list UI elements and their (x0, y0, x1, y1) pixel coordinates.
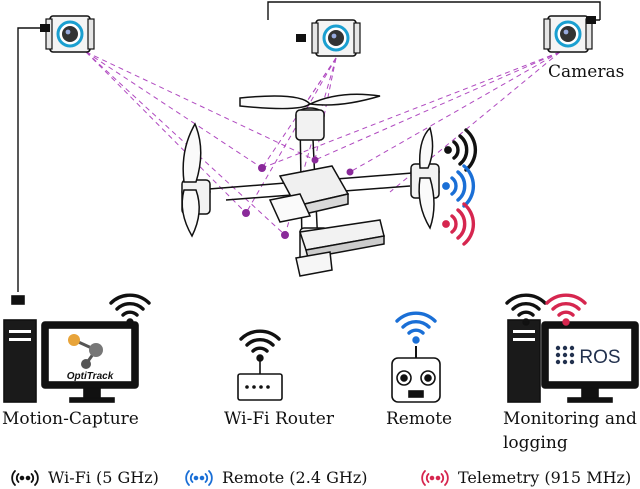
ros-logo-text: ROS (579, 347, 620, 368)
motion-capture-pc (3, 295, 139, 403)
optitrack-logo-text: OptiTrack (67, 371, 114, 382)
remote-label: Remote (386, 409, 453, 429)
camera-center-icon (296, 18, 362, 58)
optitrack-logo: OptiTrack (67, 334, 114, 382)
remote-signal-icon (395, 311, 437, 345)
monitoring-telemetry-icon (545, 293, 587, 327)
motion-capture-label: Motion-Capture (2, 409, 139, 429)
camera-left-icon (40, 14, 96, 54)
legend-telemetry-icon (421, 470, 449, 486)
ros-logo: ROS (555, 345, 621, 368)
cameras-label: Cameras (548, 62, 625, 82)
legend-wifi-label: Wi-Fi (5 GHz) (48, 468, 159, 487)
monitoring-label-line1: Monitoring and (503, 409, 637, 429)
monitoring-pc (507, 319, 639, 403)
remote-controller (391, 346, 441, 403)
legend-remote-label: Remote (2.4 GHz) (222, 468, 368, 487)
legend-wifi-icon (11, 470, 39, 486)
monitoring-label-line2: logging (503, 433, 568, 453)
motion-capture-wifi-icon (109, 293, 151, 327)
drone-telemetry-signal-icon (440, 202, 476, 246)
legend-remote-icon (185, 470, 213, 486)
mocap-markers (242, 156, 354, 239)
quadrotor-drone (181, 93, 440, 277)
legend-telemetry-label: Telemetry (915 MHz) (458, 468, 632, 487)
drone-wifi-signal-icon (442, 128, 478, 172)
camera-right-icon (542, 14, 596, 54)
drone-remote-signal-icon (440, 164, 476, 208)
router-wifi-icon (239, 329, 281, 363)
wifi-router (237, 360, 283, 401)
tracking-rays (85, 51, 561, 236)
wifi-router-label: Wi-Fi Router (224, 409, 334, 429)
